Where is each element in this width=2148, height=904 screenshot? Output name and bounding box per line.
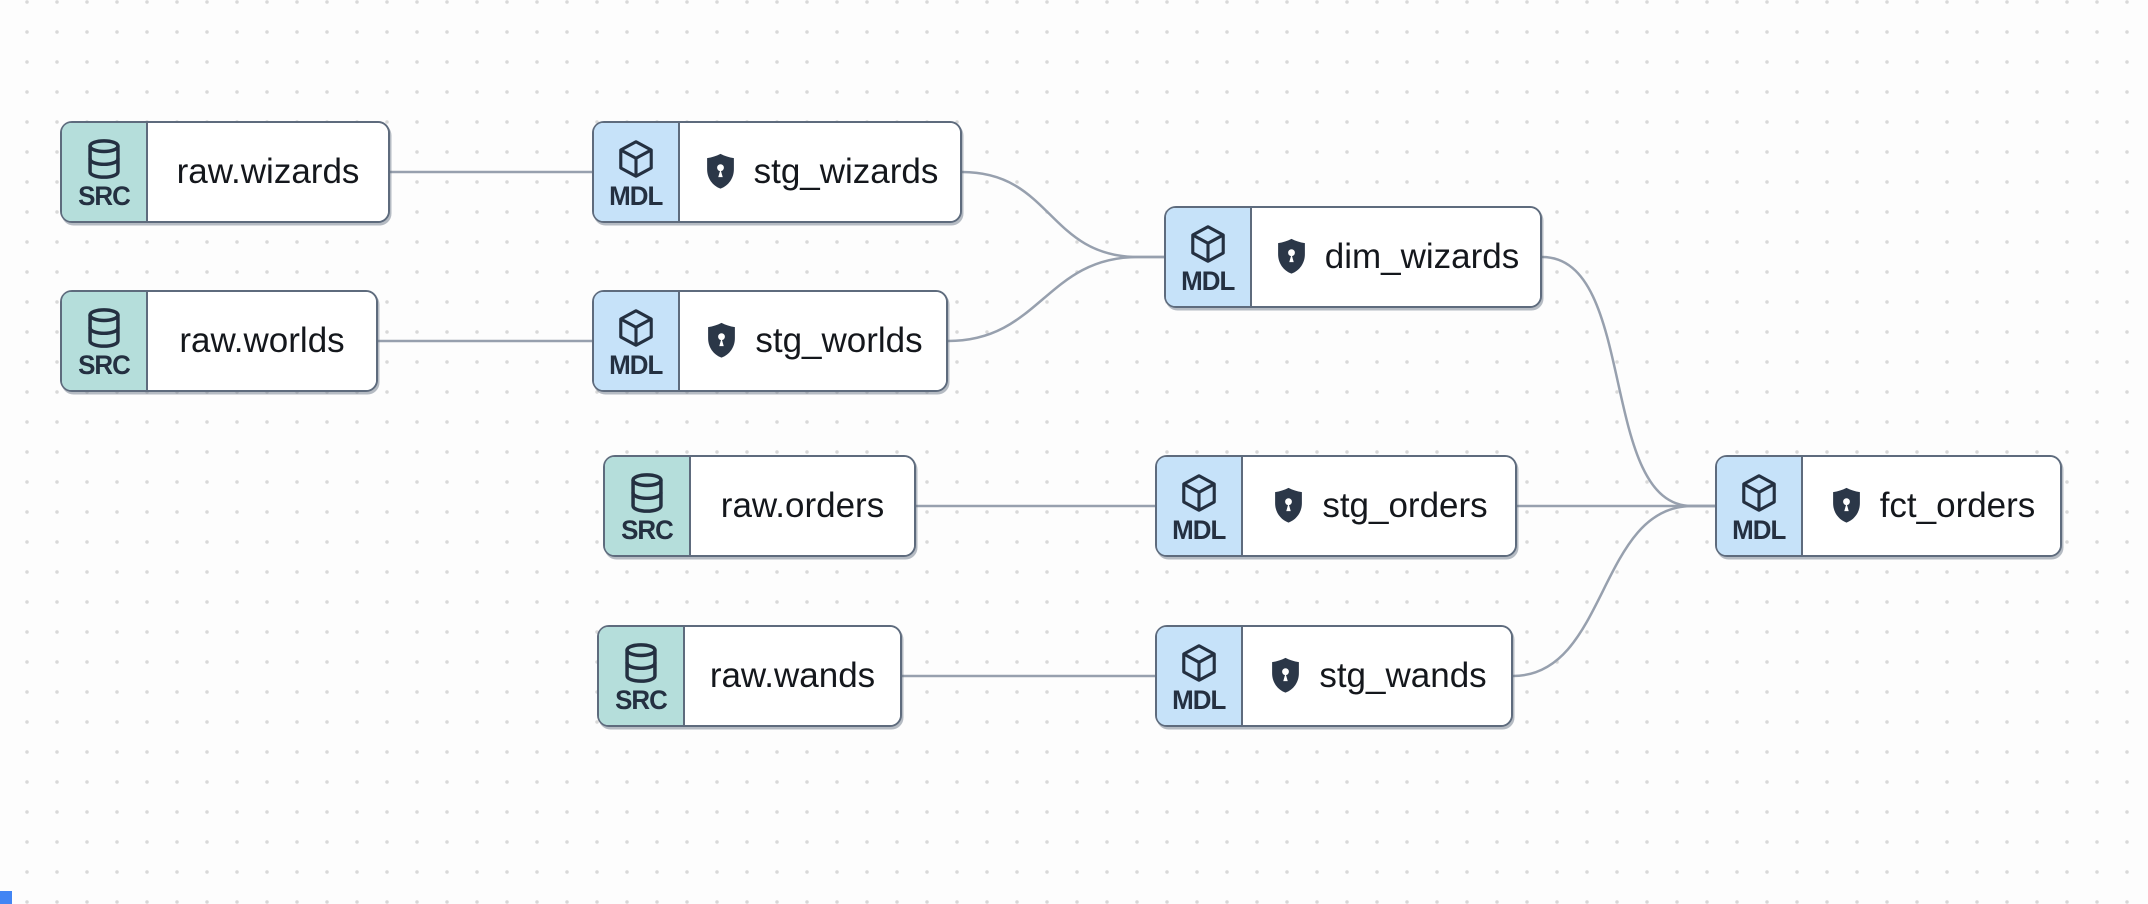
cube-icon — [1177, 471, 1221, 515]
cube-icon — [614, 306, 658, 350]
node-body: stg_wands — [1243, 627, 1511, 725]
node-body: raw.wizards — [148, 123, 388, 221]
database-icon — [619, 641, 663, 685]
node-stg-orders[interactable]: MDL stg_orders — [1155, 455, 1517, 557]
node-body: stg_orders — [1243, 457, 1515, 555]
node-label: stg_wizards — [753, 152, 939, 191]
node-type-label: SRC — [78, 180, 131, 211]
node-type-block: MDL — [1717, 457, 1803, 555]
node-label: raw.wizards — [176, 152, 360, 191]
node-type-block: MDL — [1157, 457, 1243, 555]
edge-stg-wands-to-fct-orders — [1511, 504, 1717, 678]
node-type-label: SRC — [78, 349, 131, 380]
node-type-block: SRC — [62, 292, 148, 390]
edge-dim-wizards-to-fct-orders — [1540, 255, 1717, 508]
node-stg-wizards[interactable]: MDL stg_wizards — [592, 121, 962, 223]
cube-icon — [1186, 222, 1230, 266]
node-type-label: MDL — [609, 349, 663, 380]
node-type-label: SRC — [615, 684, 668, 715]
node-label: raw.wands — [709, 656, 876, 695]
node-label: fct_orders — [1879, 486, 2036, 525]
node-raw-wands[interactable]: SRC raw.wands — [597, 625, 902, 727]
node-body: raw.wands — [685, 627, 900, 725]
shield-lock-icon — [702, 152, 739, 192]
node-body: dim_wizards — [1252, 208, 1540, 306]
shield-lock-icon — [703, 321, 740, 361]
node-body: fct_orders — [1803, 457, 2060, 555]
edge-stg-wizards-to-dim-wizards — [960, 170, 1166, 259]
node-label: stg_worlds — [755, 321, 923, 360]
cube-icon — [614, 137, 658, 181]
node-type-block: MDL — [1157, 627, 1243, 725]
database-icon — [82, 306, 126, 350]
node-type-label: SRC — [621, 514, 674, 545]
node-raw-worlds[interactable]: SRC raw.worlds — [60, 290, 378, 392]
node-type-block: SRC — [599, 627, 685, 725]
node-body: stg_wizards — [680, 123, 960, 221]
node-label: stg_wands — [1319, 656, 1487, 695]
node-type-block: SRC — [62, 123, 148, 221]
node-type-label: MDL — [1181, 265, 1235, 296]
edge-stg-worlds-to-dim-wizards — [946, 255, 1166, 343]
shield-lock-icon — [1273, 237, 1310, 277]
node-type-label: MDL — [1732, 514, 1786, 545]
node-type-block: MDL — [594, 292, 680, 390]
node-raw-wizards[interactable]: SRC raw.wizards — [60, 121, 390, 223]
node-raw-orders[interactable]: SRC raw.orders — [603, 455, 916, 557]
node-label: raw.orders — [720, 486, 885, 525]
viewport-corner-accent — [0, 891, 12, 904]
node-body: raw.orders — [691, 457, 914, 555]
node-stg-wands[interactable]: MDL stg_wands — [1155, 625, 1513, 727]
shield-lock-icon — [1267, 656, 1304, 696]
node-dim-wizards[interactable]: MDL dim_wizards — [1164, 206, 1542, 308]
shield-lock-icon — [1828, 486, 1865, 526]
node-label: dim_wizards — [1324, 237, 1520, 276]
node-stg-worlds[interactable]: MDL stg_worlds — [592, 290, 948, 392]
cube-icon — [1737, 471, 1781, 515]
node-body: raw.worlds — [148, 292, 376, 390]
node-type-label: MDL — [1172, 684, 1226, 715]
database-icon — [625, 471, 669, 515]
node-type-label: MDL — [1172, 514, 1226, 545]
node-fct-orders[interactable]: MDL fct_orders — [1715, 455, 2062, 557]
database-icon — [82, 137, 126, 181]
node-label: raw.worlds — [179, 321, 345, 360]
shield-lock-icon — [1270, 486, 1307, 526]
node-label: stg_orders — [1322, 486, 1488, 525]
cube-icon — [1177, 641, 1221, 685]
node-type-block: MDL — [1166, 208, 1252, 306]
node-type-block: MDL — [594, 123, 680, 221]
node-body: stg_worlds — [680, 292, 946, 390]
node-type-label: MDL — [609, 180, 663, 211]
node-type-block: SRC — [605, 457, 691, 555]
